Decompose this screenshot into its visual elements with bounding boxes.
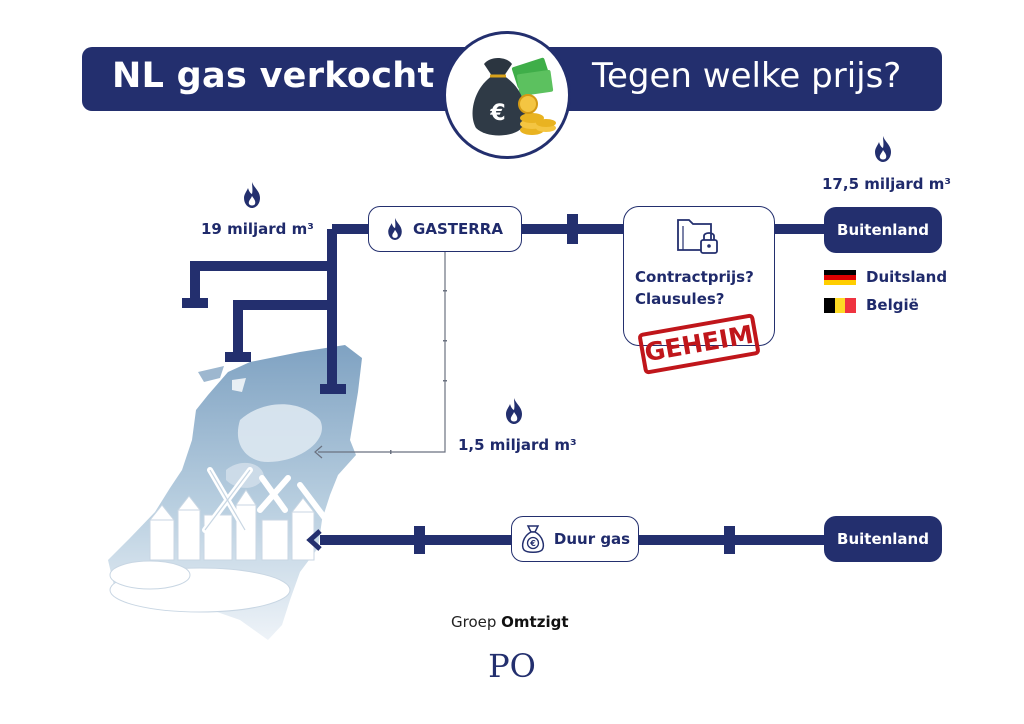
money-bag-badge: € (443, 31, 571, 159)
title-left: NL gas verkocht (112, 56, 435, 96)
locked-folder-icon (677, 219, 718, 254)
title-right: Tegen welke prijs? (592, 56, 902, 96)
group-prefix: Groep (451, 613, 497, 631)
flame-icon (506, 398, 522, 424)
flame-icon (875, 136, 891, 162)
belgium-flag-icon (824, 297, 857, 313)
germany-flag-icon (824, 269, 856, 285)
country-name: Duitsland (866, 268, 948, 286)
duur-gas-node: € Duur gas (511, 516, 639, 562)
country-belgium: België (824, 296, 919, 314)
money-bag-icon: € (472, 57, 556, 136)
flame-icon (388, 218, 402, 240)
country-name: België (866, 296, 919, 314)
gasterra-label: GASTERRA (413, 220, 503, 238)
svg-text:€: € (489, 101, 505, 126)
money-bag-icon: € (521, 525, 544, 553)
buitenland-bottom-node: Buitenland (824, 516, 942, 562)
svg-text:€: € (529, 539, 536, 548)
country-germany: Duitsland (824, 268, 947, 286)
left-volume-label: 19 miljard m³ (201, 220, 314, 238)
gasterra-node: GASTERRA (368, 206, 522, 252)
po-logo-text: PO (488, 647, 536, 684)
domestic-volume-label: 1,5 miljard m³ (458, 436, 577, 454)
export-volume-label: 17,5 miljard m³ (822, 175, 951, 193)
contract-price-question: Contractprijs? (635, 268, 754, 286)
group-name: Omtzigt (501, 613, 569, 631)
po-logo: PO (488, 647, 536, 684)
duur-gas-label: Duur gas (553, 530, 631, 548)
clauses-question: Clausules? (635, 290, 725, 308)
footer-group-name: Groep Omtzigt (451, 613, 569, 631)
flame-icon (244, 182, 260, 208)
buitenland-top-node: Buitenland (824, 207, 942, 253)
